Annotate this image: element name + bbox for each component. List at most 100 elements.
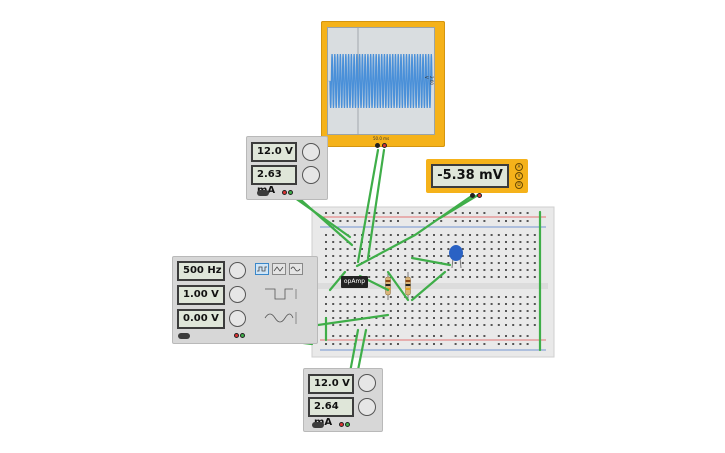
amplitude-icon	[265, 288, 297, 300]
fg-offset-knob[interactable]	[229, 310, 246, 327]
breadboard-hole	[375, 317, 378, 319]
function-generator[interactable]: 500 Hz 1.00 V 0.00 V	[172, 256, 318, 344]
fg-neg-terminal[interactable]	[240, 333, 245, 338]
multimeter-amp-button[interactable]: A	[515, 163, 523, 171]
breadboard-rail-hole	[425, 335, 428, 337]
square-wave-icon[interactable]	[255, 263, 269, 275]
breadboard-hole	[483, 317, 486, 319]
breadboard-hole	[346, 317, 349, 319]
breadboard-rail-hole	[411, 212, 414, 214]
breadboard-hole	[361, 255, 363, 257]
breadboard-rail-hole	[375, 343, 378, 345]
triangle-wave-icon[interactable]	[272, 263, 286, 275]
oscilloscope-screen	[327, 27, 435, 135]
breadboard-hole	[505, 269, 507, 271]
breadboard-hole	[461, 262, 464, 264]
psu-bottom-current-knob[interactable]	[358, 398, 376, 416]
psu-top-power-switch[interactable]	[257, 190, 269, 196]
breadboard-rail-hole	[375, 220, 378, 222]
psu-top-current-display: 2.63 mA	[251, 165, 297, 196]
breadboard-hole	[368, 234, 371, 236]
breadboard-hole	[447, 241, 450, 243]
fg-frequency-display: 500 Hz	[177, 261, 225, 281]
breadboard-rail-hole	[512, 212, 515, 214]
psu-bottom-power-switch[interactable]	[312, 422, 324, 428]
power-supply-bottom[interactable]: 12.0 V 2.64 mA	[303, 368, 383, 432]
breadboard-rail-hole	[389, 220, 392, 222]
breadboard-hole	[382, 296, 385, 298]
breadboard-rail-hole	[346, 335, 349, 337]
oscilloscope[interactable]: 2.00 V 50.0 ms	[321, 21, 445, 148]
psu-top-neg-terminal[interactable]	[288, 190, 293, 195]
psu-top-voltage-knob[interactable]	[302, 143, 320, 161]
breadboard-hole	[325, 310, 327, 312]
fg-frequency-knob[interactable]	[229, 262, 246, 279]
breadboard-rail-hole	[469, 212, 471, 214]
breadboard-rail-hole	[332, 220, 335, 222]
breadboard-hole	[476, 269, 479, 271]
breadboard-hole	[483, 310, 486, 312]
breadboard-hole	[404, 324, 407, 326]
breadboard-hole	[512, 255, 515, 257]
breadboard-rail-hole	[375, 212, 378, 214]
breadboard-hole	[375, 248, 378, 250]
psu-bottom-pos-terminal[interactable]	[339, 422, 344, 427]
breadboard-hole	[382, 234, 385, 236]
breadboard-rail-hole	[411, 343, 414, 345]
breadboard-hole	[397, 303, 399, 305]
breadboard-hole	[447, 317, 450, 319]
breadboard-hole	[425, 269, 428, 271]
psu-top-current-knob[interactable]	[302, 166, 320, 184]
psu-bottom-voltage-knob[interactable]	[358, 374, 376, 392]
breadboard-hole	[526, 324, 529, 326]
breadboard-rail-hole	[332, 335, 335, 337]
breadboard-rail-hole	[440, 343, 443, 345]
breadboard-rail-hole	[433, 335, 435, 337]
sine-wave-icon[interactable]	[289, 263, 303, 275]
breadboard-hole	[490, 255, 493, 257]
breadboard-rail-hole	[382, 335, 385, 337]
multimeter[interactable]: -5.38 mV A V Ω	[426, 159, 528, 198]
breadboard-hole	[526, 269, 529, 271]
multimeter-com-terminal[interactable]	[470, 193, 475, 198]
multimeter-ohm-button[interactable]: Ω	[515, 181, 523, 189]
fg-pos-terminal[interactable]	[234, 333, 239, 338]
multimeter-pos-terminal[interactable]	[477, 193, 482, 198]
breadboard-hole	[418, 241, 421, 243]
breadboard-hole	[339, 303, 342, 305]
breadboard-hole	[469, 248, 471, 250]
breadboard-hole	[375, 269, 378, 271]
breadboard-hole	[389, 262, 392, 264]
multimeter-volt-button[interactable]: V	[515, 172, 523, 180]
breadboard-rail-hole	[461, 335, 464, 337]
breadboard-hole	[404, 241, 407, 243]
breadboard-hole	[375, 276, 378, 278]
breadboard-hole	[433, 248, 435, 250]
breadboard-hole	[483, 241, 486, 243]
breadboard-hole	[425, 317, 428, 319]
breadboard-rail-hole	[526, 335, 529, 337]
breadboard-hole	[469, 296, 471, 298]
breadboard-hole	[325, 262, 327, 264]
opamp-chip[interactable]: opAmp	[341, 276, 368, 288]
psu-top-pos-terminal[interactable]	[282, 190, 287, 195]
breadboard-hole	[397, 255, 399, 257]
breadboard-hole	[404, 303, 407, 305]
breadboard-hole	[490, 303, 493, 305]
breadboard-hole	[533, 269, 536, 271]
breadboard-hole	[483, 255, 486, 257]
fg-amplitude-knob[interactable]	[229, 286, 246, 303]
breadboard-rail-hole	[454, 220, 457, 222]
psu-bottom-neg-terminal[interactable]	[345, 422, 350, 427]
fg-power-switch[interactable]	[178, 333, 190, 339]
breadboard-hole	[325, 241, 327, 243]
breadboard-hole	[440, 324, 443, 326]
breadboard-hole	[332, 317, 335, 319]
breadboard-hole	[389, 296, 392, 298]
multimeter-display: -5.38 mV	[431, 164, 509, 188]
breadboard-hole	[519, 255, 522, 257]
oscilloscope-neg-terminal[interactable]	[375, 143, 380, 148]
breadboard-hole	[512, 310, 515, 312]
power-supply-top[interactable]: 12.0 V 2.63 mA	[246, 136, 328, 200]
oscilloscope-pos-terminal[interactable]	[382, 143, 387, 148]
